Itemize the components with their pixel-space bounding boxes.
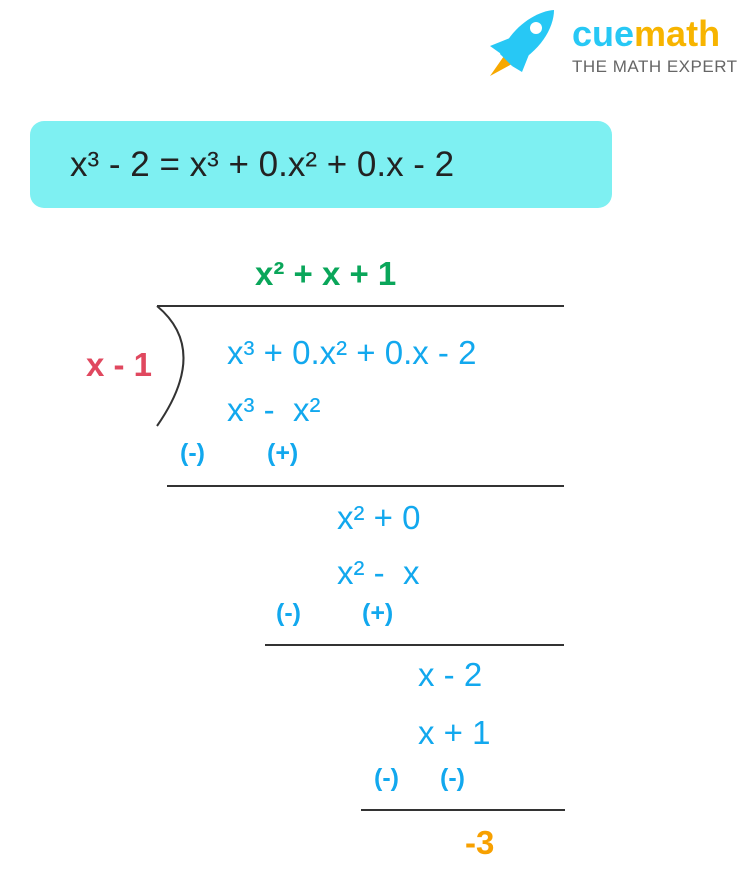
step3-line [361,809,565,811]
step1-subtract: x³ - x² [227,391,321,428]
dividend: x³ + 0.x² + 0.x - 2 [227,334,477,371]
equation: x³ - 2 = x³ + 0.x² + 0.x - 2 [70,145,455,184]
division-bar [157,305,564,307]
step1-line [167,485,564,487]
step1-sign-1: (-) [180,439,205,467]
division-bracket [156,305,185,427]
step1-remainder: x² + 0 [337,499,421,536]
equation-box [30,121,612,208]
final-remainder: -3 [465,824,495,861]
tagline: THE MATH EXPERT [572,57,738,76]
step3-sign-2: (-) [440,764,465,792]
step2-line [265,644,564,646]
quotient: x² + x + 1 [255,255,397,292]
brand-math: math [634,13,721,54]
cuemath-logo [482,6,747,86]
step1-sign-2: (+) [267,439,299,467]
step3-sign-1: (-) [374,764,399,792]
rocket-icon [490,10,554,76]
step3-subtract: x + 1 [418,714,491,751]
step2-sign-2: (+) [362,599,394,627]
step2-subtract: x² - x [337,554,420,591]
divisor: x - 1 [86,346,153,383]
brand-cue: cue [572,13,635,54]
brand-name: cuemath [572,12,720,56]
step2-remainder: x - 2 [418,656,483,693]
step2-sign-1: (-) [276,599,301,627]
